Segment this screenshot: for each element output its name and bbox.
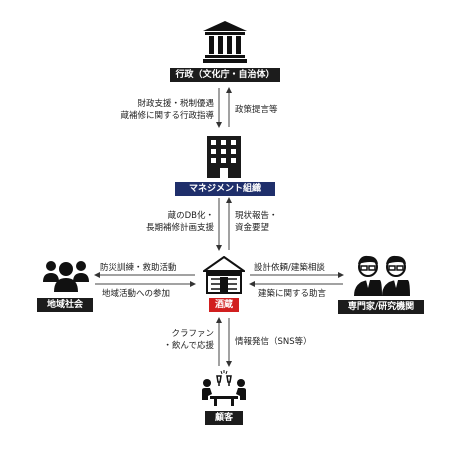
edge-label-experts-to-brewery: 建築に関する助言 <box>258 289 327 299</box>
office-building-icon <box>207 136 241 178</box>
government-building-icon <box>203 21 247 63</box>
edge-label-brewery-to-experts: 設計依頼/建築相談 <box>254 263 325 273</box>
edge-label-brewery-to-mgmt: 現状報告・ 資金要望 <box>235 211 278 233</box>
edge-label-mgmt-to-brewery: 蔵のDB化・ 長期補修計画支援 <box>145 211 214 233</box>
government-label: 行政（文化庁・自治体） <box>170 68 280 82</box>
edge-label-community-to-brewery: 地域活動への参加 <box>102 289 171 299</box>
edge-label-mgmt-to-gov: 政策提言等 <box>235 105 278 115</box>
people-group-icon <box>43 261 89 292</box>
edge-label-brewery-to-customers: 情報発信（SNS等） <box>235 337 312 347</box>
community-label: 地域社会 <box>37 298 93 312</box>
edge-label-gov-to-mgmt: 財政支援・税制優遇 蔵補修に関する行政指導 <box>120 99 214 121</box>
management-label: マネジメント組織 <box>175 182 275 196</box>
edge-label-customers-to-brewery: クラファン ・飲んで応援 <box>163 329 214 351</box>
customers-toast-icon <box>202 370 246 406</box>
edge-label-brewery-to-community: 防災訓練・救助活動 <box>100 263 177 273</box>
customers-label: 顧客 <box>205 411 243 425</box>
experts-icon <box>354 255 410 296</box>
brewery-label: 酒蔵 <box>209 298 239 312</box>
sake-brewery-icon <box>203 256 245 294</box>
experts-label: 専門家/研究機関 <box>338 300 424 314</box>
